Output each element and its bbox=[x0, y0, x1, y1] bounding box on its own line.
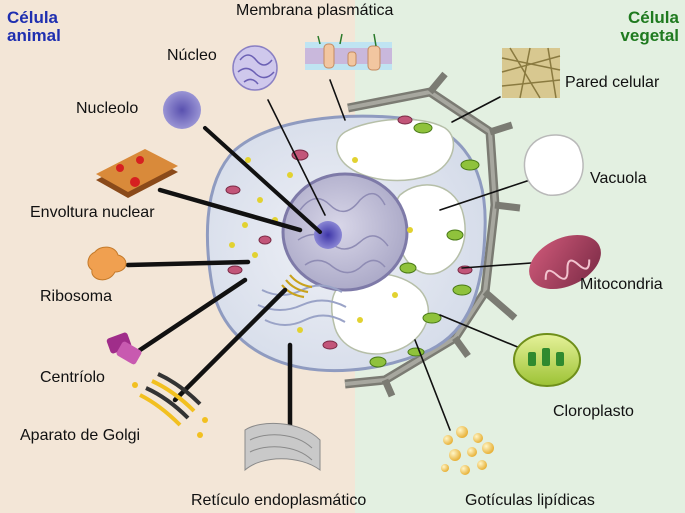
vacuole-illustration bbox=[523, 134, 584, 196]
nucleolus-illustration bbox=[163, 91, 201, 129]
label-nucleolo: Nucleolo bbox=[76, 100, 139, 117]
centriole-illustration bbox=[106, 332, 142, 365]
chloroplast-illustration bbox=[513, 333, 581, 387]
animal-title-line1: Célula bbox=[7, 8, 59, 27]
plant-title-line2: vegetal bbox=[620, 25, 679, 45]
label-goticulas-lipidicas: Gotículas lipídicas bbox=[465, 492, 595, 509]
ribosome-illustration bbox=[87, 246, 127, 281]
cell-wall bbox=[344, 71, 521, 398]
golgi-in-cell bbox=[281, 274, 313, 299]
label-vacuola: Vacuola bbox=[590, 170, 647, 187]
label-membrana-plasmatica: Membrana plasmática bbox=[236, 2, 394, 19]
membrane-illustration bbox=[305, 33, 392, 71]
er-illustration bbox=[244, 422, 321, 472]
plant-cell-title: Célula vegetal bbox=[620, 9, 679, 45]
label-pared-celular: Pared celular bbox=[565, 74, 660, 91]
nucleus bbox=[281, 172, 409, 292]
label-ribosoma: Ribosoma bbox=[40, 288, 113, 305]
nucleolus-in-cell bbox=[314, 221, 342, 249]
animal-title-line2: animal bbox=[7, 25, 61, 45]
label-mitocondria: Mitocondria bbox=[580, 276, 663, 293]
cell-wall-illustration bbox=[501, 47, 561, 99]
leader-lines bbox=[125, 79, 546, 443]
mitochondria-illustration bbox=[529, 234, 601, 290]
nucleus-illustration bbox=[232, 45, 278, 91]
label-centriolo: Centríolo bbox=[40, 369, 105, 386]
label-nucleo: Núcleo bbox=[167, 47, 217, 64]
lipid-droplets-illustration bbox=[441, 426, 494, 475]
label-cloroplasto: Cloroplasto bbox=[553, 403, 634, 420]
golgi-illustration bbox=[132, 372, 208, 438]
inner-chloroplasts bbox=[369, 122, 480, 368]
label-reticulo-endoplasmatico: Retículo endoplasmático bbox=[191, 492, 367, 509]
plant-title-line1: Célula bbox=[627, 8, 679, 27]
label-envoltura-nuclear: Envoltura nuclear bbox=[30, 204, 155, 221]
nuclear-envelope-illustration bbox=[96, 149, 178, 198]
animal-cell-title: Célula animal bbox=[7, 9, 61, 45]
label-aparato-golgi: Aparato de Golgi bbox=[20, 427, 141, 444]
